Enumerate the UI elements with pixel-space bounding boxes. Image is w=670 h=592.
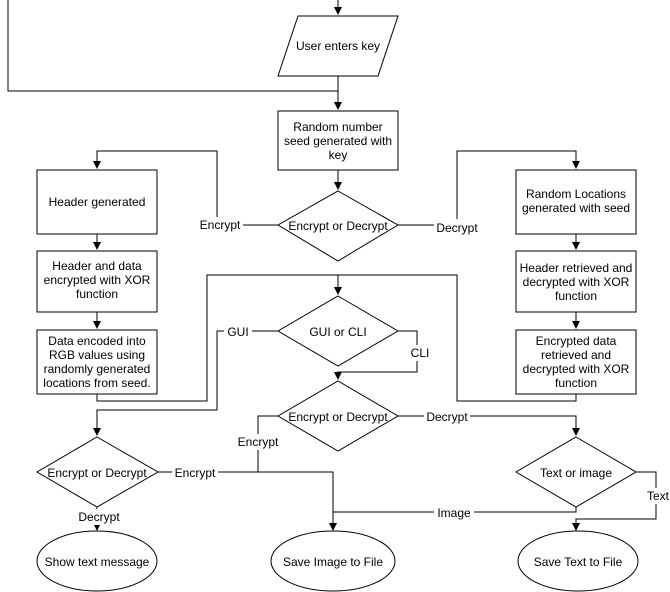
edge-text-to-save-text (572, 471, 657, 531)
node-label-line: locations from seed. (43, 376, 150, 390)
svg-text:Encrypt or Decrypt: Encrypt or Decrypt (288, 219, 388, 233)
label-encrypt-2: Encrypt (238, 435, 279, 449)
node-label-line: Data encoded into (48, 334, 146, 348)
node-label-line: Show text message (45, 555, 150, 569)
label-cli: CLI (411, 346, 430, 360)
node-label-line: Header generated (49, 195, 146, 209)
node-text-or-image: Text or image (515, 436, 637, 508)
svg-text:Encrypt or Decrypt: Encrypt or Decrypt (288, 410, 388, 424)
node-label-line: Header retrieved and (520, 261, 633, 275)
node-encrypt-or-decrypt-2: Encrypt or Decrypt (277, 380, 399, 452)
label-text: Text (647, 489, 670, 503)
node-show-text-message: Show text message (36, 530, 158, 592)
edge-image-to-save-image (333, 507, 577, 513)
node-label-line: decrypted with XOR (523, 275, 630, 289)
label-encrypt-1: Encrypt (200, 218, 241, 232)
edge-labels: Encrypt Decrypt GUI CLI Encrypt Decrypt … (76, 217, 670, 525)
label-decrypt-1: Decrypt (436, 221, 478, 235)
node-label-line: function (555, 376, 597, 390)
node-gui-or-cli: GUI or CLI (277, 295, 399, 367)
edge-enc-data-to-gui-cli (338, 274, 577, 402)
label-gui: GUI (227, 325, 248, 339)
label-image: Image (437, 506, 471, 520)
svg-text:Text or image: Text or image (540, 466, 612, 480)
node-label-line: Encrypted data (536, 334, 617, 348)
edge-data-to-gui-cli (96, 274, 342, 402)
node-label-line: decrypted with XOR (523, 362, 630, 376)
node-label-line: seed generated with (284, 134, 392, 148)
node-encrypt-or-decrypt-1: Encrypt or Decrypt (277, 190, 399, 262)
node-label-line: encrypted with XOR (44, 273, 151, 287)
node-label-line: Save Text to File (534, 555, 623, 569)
node-label-line: Random number (293, 120, 382, 134)
edge-cli-branch (334, 330, 418, 380)
svg-text:User enters key: User enters key (296, 39, 380, 53)
node-label-line: randomly generated (44, 362, 151, 376)
node-label-line: Text or image (540, 466, 612, 480)
svg-text:Save Image to File: Save Image to File (283, 555, 383, 569)
node-label-line: GUI or CLI (309, 325, 366, 339)
node-label-line: generated with seed (522, 201, 630, 215)
node-label-line: Header and data (52, 259, 142, 273)
svg-text:Header generated: Header generated (49, 195, 146, 209)
svg-text:Show text message: Show text message (45, 555, 150, 569)
svg-text:Save Text to File: Save Text to File (534, 555, 623, 569)
node-save-text: Save Text to File (517, 530, 639, 592)
node-label-line: retrieved and (541, 348, 611, 362)
node-encrypt-or-decrypt-3: Encrypt or Decrypt (36, 436, 160, 508)
node-label-line: RGB values using (49, 348, 145, 362)
node-label-line: Encrypt or Decrypt (47, 466, 147, 480)
node-label-line: Save Image to File (283, 555, 383, 569)
node-header-generated: Header generated (36, 169, 158, 235)
node-label-line: Encrypt or Decrypt (288, 219, 388, 233)
node-label-line: User enters key (296, 39, 380, 53)
svg-text:Encrypt or Decrypt: Encrypt or Decrypt (47, 466, 147, 480)
label-decrypt-3: Decrypt (78, 510, 120, 524)
label-encrypt-3: Encrypt (175, 466, 216, 480)
node-label-line: Random Locations (526, 187, 626, 201)
label-decrypt-2: Decrypt (426, 410, 468, 424)
node-label-line: function (555, 289, 597, 303)
svg-text:GUI or CLI: GUI or CLI (309, 325, 366, 339)
node-label-line: function (76, 287, 118, 301)
node-label-line: key (329, 148, 348, 162)
node-save-image: Save Image to File (270, 530, 396, 592)
node-label-line: Encrypt or Decrypt (288, 410, 388, 424)
edge-loop-back (7, 0, 338, 92)
node-user-enters-key: User enters key (277, 15, 399, 77)
